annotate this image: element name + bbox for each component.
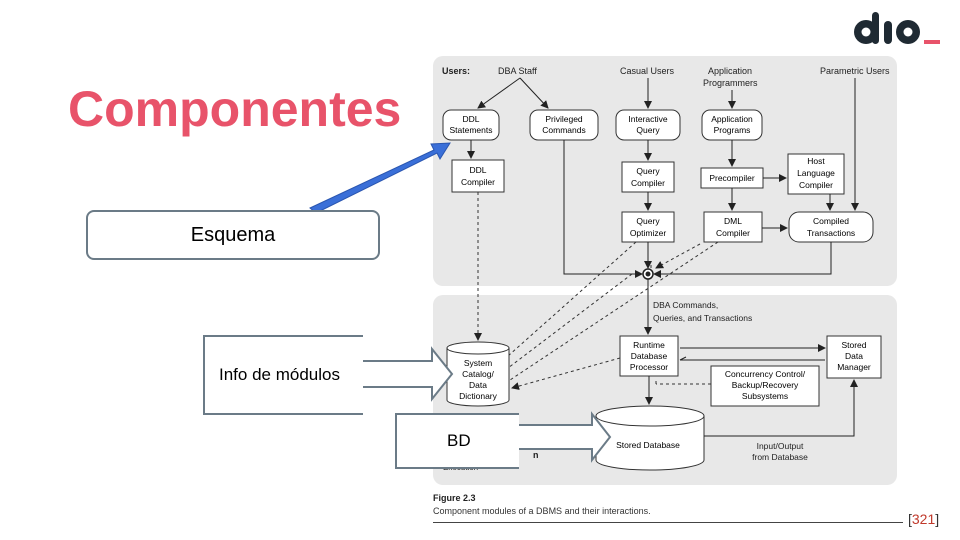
user-group-app-2: Programmers [703, 78, 758, 88]
user-group-casual: Casual Users [620, 66, 675, 76]
info-modulos-callout: Info de módulos [203, 335, 363, 415]
svg-text:Data: Data [845, 351, 863, 361]
reference-number: [321] [908, 511, 940, 527]
box-host-language-compiler [787, 153, 845, 195]
svg-text:DDL: DDL [462, 114, 479, 124]
svg-text:Catalog/: Catalog/ [462, 369, 494, 379]
svg-text:Programs: Programs [714, 125, 751, 135]
dba-commands-label-2: Queries, and Transactions [653, 313, 752, 323]
esquema-label: Esquema [190, 223, 276, 246]
svg-text:Processor: Processor [630, 362, 668, 372]
svg-text:Precompiler: Precompiler [709, 173, 755, 183]
svg-text:Data: Data [469, 380, 487, 390]
esquema-callout: Esquema [86, 210, 380, 260]
svg-text:Subsystems: Subsystems [742, 391, 788, 401]
bd-label: BD [447, 431, 471, 450]
dba-commands-label-1: DBA Commands, [653, 300, 718, 310]
svg-text:DDL: DDL [469, 165, 486, 175]
svg-text:System: System [464, 358, 492, 368]
svg-text:Compiler: Compiler [461, 177, 495, 187]
svg-text:Concurrency Control/: Concurrency Control/ [725, 369, 806, 379]
box-query-compiler [621, 161, 675, 193]
esquema-arrow [309, 142, 451, 214]
info-modulos-label: Info de módulos [219, 365, 340, 384]
partial-label-n: n [533, 450, 539, 460]
user-group-dba: DBA Staff [498, 66, 537, 76]
svg-text:Compiled: Compiled [813, 216, 849, 226]
user-group-app-1: Application [708, 66, 752, 76]
figure-caption-title: Figure 2.3 [433, 493, 476, 503]
box-stored-data-manager [826, 335, 882, 379]
stored-database-cylinder: Stored Database [595, 405, 705, 471]
svg-text:Stored Database: Stored Database [616, 440, 680, 450]
box-runtime-processor [619, 335, 679, 377]
svg-text:Runtime: Runtime [633, 340, 665, 350]
svg-text:Commands: Commands [542, 125, 585, 135]
box-dml-compiler [703, 211, 763, 243]
box-query-optimizer [621, 211, 675, 243]
svg-text:Query: Query [636, 216, 660, 226]
info-modulos-arrow [354, 346, 454, 402]
svg-text:Dictionary: Dictionary [459, 391, 498, 401]
dio-logo [852, 10, 944, 50]
svg-text:Stored: Stored [841, 340, 866, 350]
svg-text:Compiler: Compiler [716, 228, 750, 238]
figure-caption-text: Component modules of a DBMS and their in… [433, 506, 651, 516]
svg-text:Manager: Manager [837, 362, 871, 372]
svg-text:Database: Database [631, 351, 668, 361]
reference-rule [433, 522, 903, 523]
svg-text:Application: Application [711, 114, 753, 124]
svg-text:Language: Language [797, 168, 835, 178]
io-label-2: from Database [752, 452, 808, 462]
svg-text:Compiler: Compiler [631, 178, 665, 188]
svg-text:Privileged: Privileged [545, 114, 583, 124]
svg-text:Optimizer: Optimizer [630, 228, 667, 238]
svg-text:DML: DML [724, 216, 742, 226]
box-ddl-compiler [451, 159, 505, 193]
bd-callout: BD [395, 413, 519, 469]
users-label: Users: [442, 66, 470, 76]
svg-text:Query: Query [636, 125, 660, 135]
user-group-parametric: Parametric Users [820, 66, 890, 76]
svg-text:Transactions: Transactions [807, 228, 855, 238]
svg-text:Compiler: Compiler [799, 180, 833, 190]
io-label-1: Input/Output [757, 441, 804, 451]
bd-arrow [511, 411, 612, 463]
svg-text:Query: Query [636, 166, 660, 176]
svg-text:Backup/Recovery: Backup/Recovery [732, 380, 799, 390]
system-catalog-cylinder: System Catalog/ Data Dictionary [446, 341, 510, 407]
svg-text:Statements: Statements [450, 125, 493, 135]
slide-title: Componentes [68, 81, 402, 137]
svg-text:Host: Host [807, 156, 825, 166]
svg-text:Interactive: Interactive [628, 114, 667, 124]
box-concurrency-control [710, 365, 820, 407]
